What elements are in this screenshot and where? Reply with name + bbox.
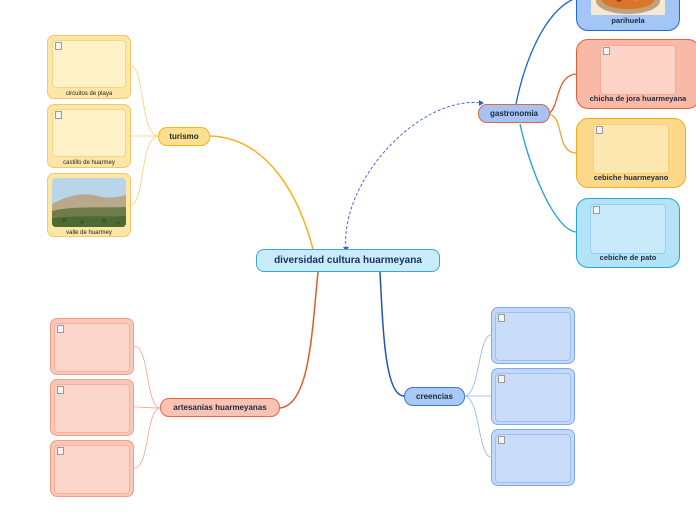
broken-image-icon <box>54 384 130 433</box>
creencias-card-2[interactable] <box>491 368 575 425</box>
broken-image-icon <box>54 323 130 372</box>
valley-photo <box>52 178 126 227</box>
broken-image-icon <box>54 445 130 494</box>
creencias-card-3[interactable] <box>491 429 575 486</box>
broken-image-icon <box>52 109 126 157</box>
broken-image-icon <box>600 45 676 95</box>
branch-artesanias-huarmeyanas[interactable]: artesanías huarmeyanas <box>160 398 280 417</box>
link-center-gastronomia-dashed <box>345 102 483 250</box>
link-center-turismo <box>209 135 314 250</box>
branch-creencias[interactable]: creencias <box>404 387 465 406</box>
gastronomia-card-cebiche-huarmeyano[interactable]: cebiche huarmeyano <box>576 118 686 188</box>
gastronomia-card-cebiche-de-pato[interactable]: cebiche de pato <box>576 198 680 268</box>
gastronomia-card-chicha-de-jora[interactable]: chicha de jora huarmeyana <box>576 39 696 109</box>
branch-gastronomia[interactable]: gastronomia <box>478 104 550 123</box>
broken-image-icon <box>590 204 666 254</box>
gastronomia-card-parihuela[interactable]: parihuela <box>576 0 680 31</box>
artesanias-card-1[interactable] <box>50 318 134 375</box>
branch-turismo[interactable]: turismo <box>158 127 210 146</box>
turismo-card-valle-de-huarmey[interactable]: valle de huarmey <box>47 173 131 237</box>
link-center-creencias <box>379 271 405 397</box>
broken-image-icon <box>593 124 669 174</box>
artesanias-card-3[interactable] <box>50 440 134 497</box>
turismo-card-castillo-de-huarmey[interactable]: castillo de huarmey <box>47 104 131 168</box>
broken-image-icon <box>495 434 571 483</box>
broken-image-icon <box>495 312 571 361</box>
artesanias-card-2[interactable] <box>50 379 134 436</box>
broken-image-icon <box>52 40 126 88</box>
link-center-artesanias <box>279 271 319 409</box>
parihuela-photo <box>591 0 665 15</box>
central-topic[interactable]: diversidad cultura huarmeyana <box>256 249 440 272</box>
turismo-card-circuitos-de-playa[interactable]: circuitos de playa <box>47 35 131 99</box>
creencias-card-1[interactable] <box>491 307 575 364</box>
broken-image-icon <box>495 373 571 422</box>
